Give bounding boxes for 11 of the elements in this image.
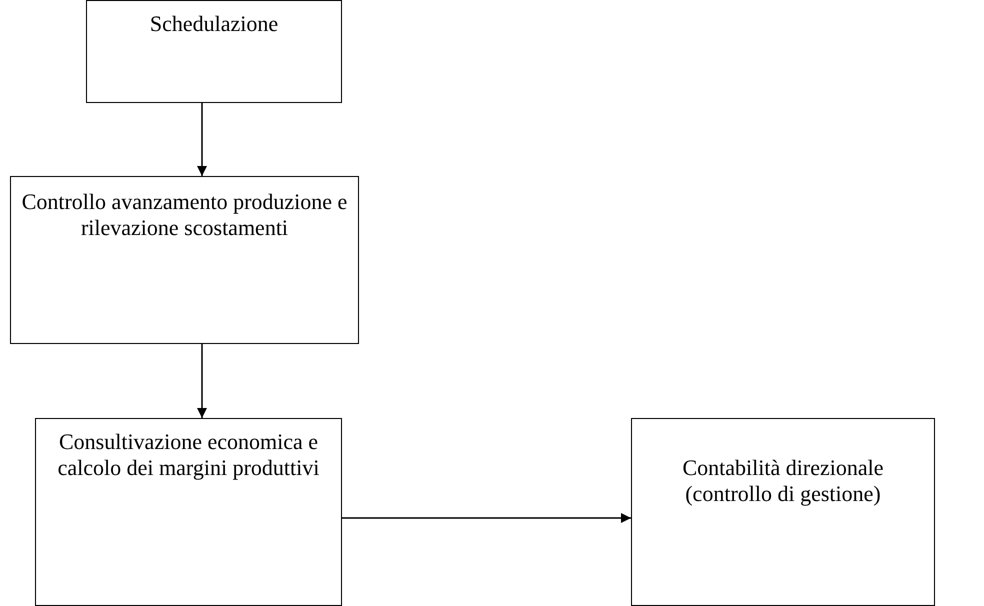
process-box [10, 176, 359, 344]
box-label: Schedulazione [150, 11, 278, 37]
process-box [631, 418, 935, 606]
process-box [86, 0, 342, 103]
arrow [197, 103, 207, 176]
arrow [197, 344, 207, 418]
box-label: Contabilità direzionale (controllo di gestione) [682, 455, 884, 507]
arrow [342, 513, 631, 523]
box-label: Controllo avanzamento produzione e rilevazione scostamenti [21, 189, 348, 241]
process-box [35, 418, 342, 606]
box-label: Consultivazione economica e calcolo dei margini produttivi [56, 429, 320, 481]
